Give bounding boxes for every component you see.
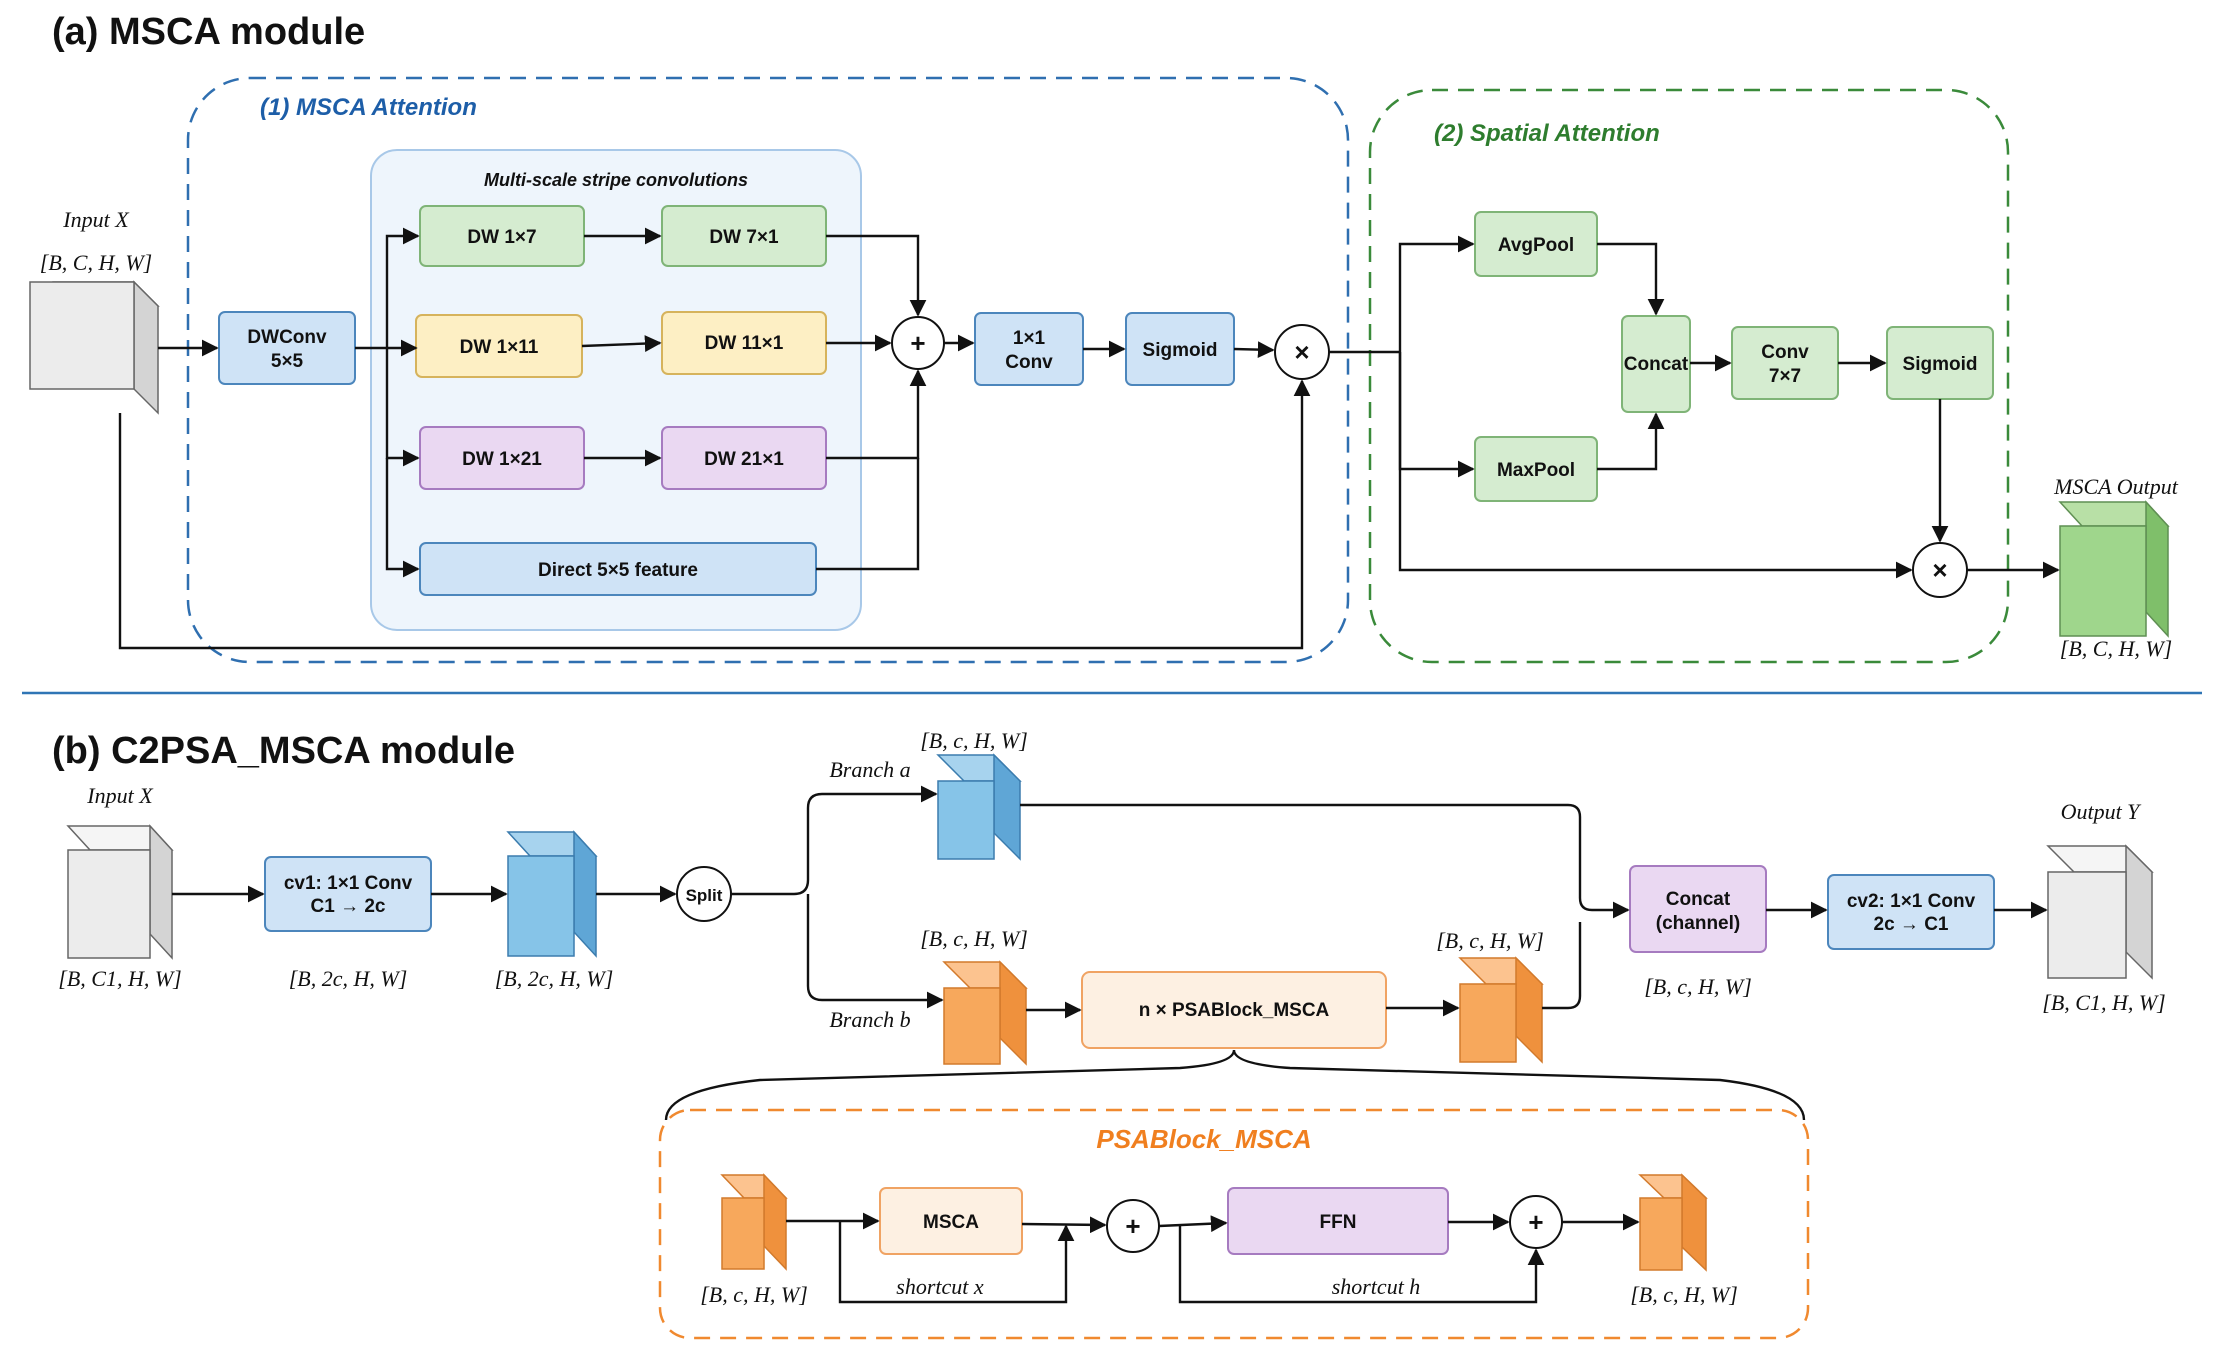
cv1-box bbox=[264, 856, 432, 932]
dw21x1-label: DW 21×1 bbox=[704, 449, 784, 470]
branch-b-label: Branch b bbox=[829, 1007, 910, 1032]
spatial-attention-frame bbox=[1368, 88, 2010, 664]
psablock-box bbox=[1081, 971, 1387, 1049]
cv1-shape: [B, 2c, H, W] bbox=[289, 966, 408, 991]
shortcut-h-label: shortcut h bbox=[1332, 1274, 1421, 1299]
conv1x1-box bbox=[974, 312, 1084, 386]
output-label-b: Output Y bbox=[2061, 799, 2143, 824]
inset-connectors bbox=[786, 1212, 1640, 1304]
input-label-b: Input X bbox=[86, 783, 154, 808]
panel-a-title: (a) MSCA module bbox=[52, 11, 365, 53]
input-label: Input X bbox=[62, 207, 130, 232]
conv7x7-label-2: 7×7 bbox=[1769, 366, 1801, 387]
dw1x21-label: DW 1×21 bbox=[462, 449, 542, 470]
cv1-label-2: C1 → 2c bbox=[311, 896, 386, 917]
concat-b-label-1: Concat bbox=[1666, 889, 1731, 910]
inset-in-cube bbox=[720, 1173, 788, 1271]
spatial-attention-label: (2) Spatial Attention bbox=[1434, 120, 1660, 147]
panel-b-title: (b) C2PSA_MSCA module bbox=[52, 730, 515, 772]
concat-b-shape: [B, c, H, W] bbox=[1644, 974, 1752, 999]
cv2-label-1: cv2: 1×1 Conv bbox=[1847, 891, 1976, 912]
input-cube-b bbox=[66, 824, 174, 960]
dw1x7-label: DW 1×7 bbox=[467, 227, 536, 248]
stripe-group bbox=[370, 149, 862, 631]
psablock-out-cube bbox=[1458, 956, 1544, 1064]
dw11x1-label: DW 11×1 bbox=[705, 333, 784, 354]
dw1x11-label: DW 1×11 bbox=[460, 337, 539, 358]
output-shape-b: [B, C1, H, W] bbox=[2042, 990, 2165, 1015]
msca-attention-frame bbox=[186, 76, 1350, 664]
output-label-a: MSCA Output bbox=[2053, 474, 2179, 499]
output-shape-a: [B, C, H, W] bbox=[2060, 636, 2172, 661]
inset-plus2: + bbox=[1528, 1207, 1543, 1237]
cv2-label-2: 2c → C1 bbox=[1874, 914, 1949, 935]
psablock-label: n × PSABlock_MSCA bbox=[1139, 1000, 1330, 1021]
panel-a-connectors bbox=[118, 227, 2060, 650]
dwconv-label-1: DWConv bbox=[247, 327, 327, 348]
branch-a-label: Branch a bbox=[829, 757, 910, 782]
branch-b-cube bbox=[942, 960, 1028, 1066]
dw7x1-label: DW 7×1 bbox=[709, 227, 779, 248]
cv2-box bbox=[1827, 874, 1995, 950]
blue-cube bbox=[506, 830, 598, 958]
sigmoid-label: Sigmoid bbox=[1143, 340, 1218, 361]
concat-a-label: Concat bbox=[1624, 354, 1689, 375]
inset-ffn-label: FFN bbox=[1320, 1212, 1357, 1233]
branch-a-shape: [B, c, H, W] bbox=[920, 728, 1028, 753]
cv1-label-1: cv1: 1×1 Conv bbox=[284, 873, 413, 894]
dwconv-label-2: 5×5 bbox=[271, 351, 304, 372]
inset-in-shape: [B, c, H, W] bbox=[700, 1282, 808, 1307]
inset-brace bbox=[664, 1049, 1806, 1121]
input-shape-b: [B, C1, H, W] bbox=[58, 966, 181, 991]
inset-msca-box bbox=[879, 1187, 1023, 1255]
inset-out-cube bbox=[1638, 1173, 1708, 1272]
split-label: Split bbox=[686, 886, 723, 905]
stripe-group-label: Multi-scale stripe convolutions bbox=[484, 170, 748, 190]
sigmoid2-label: Sigmoid bbox=[1903, 354, 1978, 375]
multiply2-symbol: × bbox=[1932, 555, 1947, 585]
maxpool-label: MaxPool bbox=[1497, 460, 1575, 481]
psablock-out-shape: [B, c, H, W] bbox=[1436, 928, 1544, 953]
sum-symbol: + bbox=[910, 328, 925, 358]
avgpool-label: AvgPool bbox=[1498, 235, 1574, 256]
inset-msca-label: MSCA bbox=[923, 1212, 979, 1233]
panel-b-connectors bbox=[172, 785, 2048, 1019]
direct-label: Direct 5×5 feature bbox=[538, 560, 698, 581]
shortcut-x-label: shortcut x bbox=[896, 1274, 984, 1299]
conv7x7-box bbox=[1731, 326, 1839, 400]
input-shape: [B, C, H, W] bbox=[40, 250, 152, 275]
input-cube bbox=[29, 280, 160, 415]
blue-cube-shape: [B, 2c, H, W] bbox=[495, 966, 614, 991]
conv1x1-label-2: Conv bbox=[1005, 352, 1053, 373]
branch-b-shape: [B, c, H, W] bbox=[920, 926, 1028, 951]
multiply-symbol: × bbox=[1294, 337, 1309, 367]
psablock-inset-title: PSABlock_MSCA bbox=[1096, 1124, 1311, 1154]
inset-plus1: + bbox=[1125, 1211, 1140, 1241]
dwconv-box bbox=[218, 311, 356, 385]
conv1x1-label-1: 1×1 bbox=[1013, 328, 1046, 349]
branch-a-cube bbox=[936, 753, 1022, 861]
concat-b-label-2: (channel) bbox=[1656, 913, 1740, 934]
msca-attention-label: (1) MSCA Attention bbox=[260, 94, 477, 121]
output-cube-a bbox=[2058, 500, 2170, 638]
conv7x7-label-1: Conv bbox=[1761, 342, 1809, 363]
inset-out-shape: [B, c, H, W] bbox=[1630, 1282, 1738, 1307]
output-cube-b bbox=[2046, 844, 2154, 980]
